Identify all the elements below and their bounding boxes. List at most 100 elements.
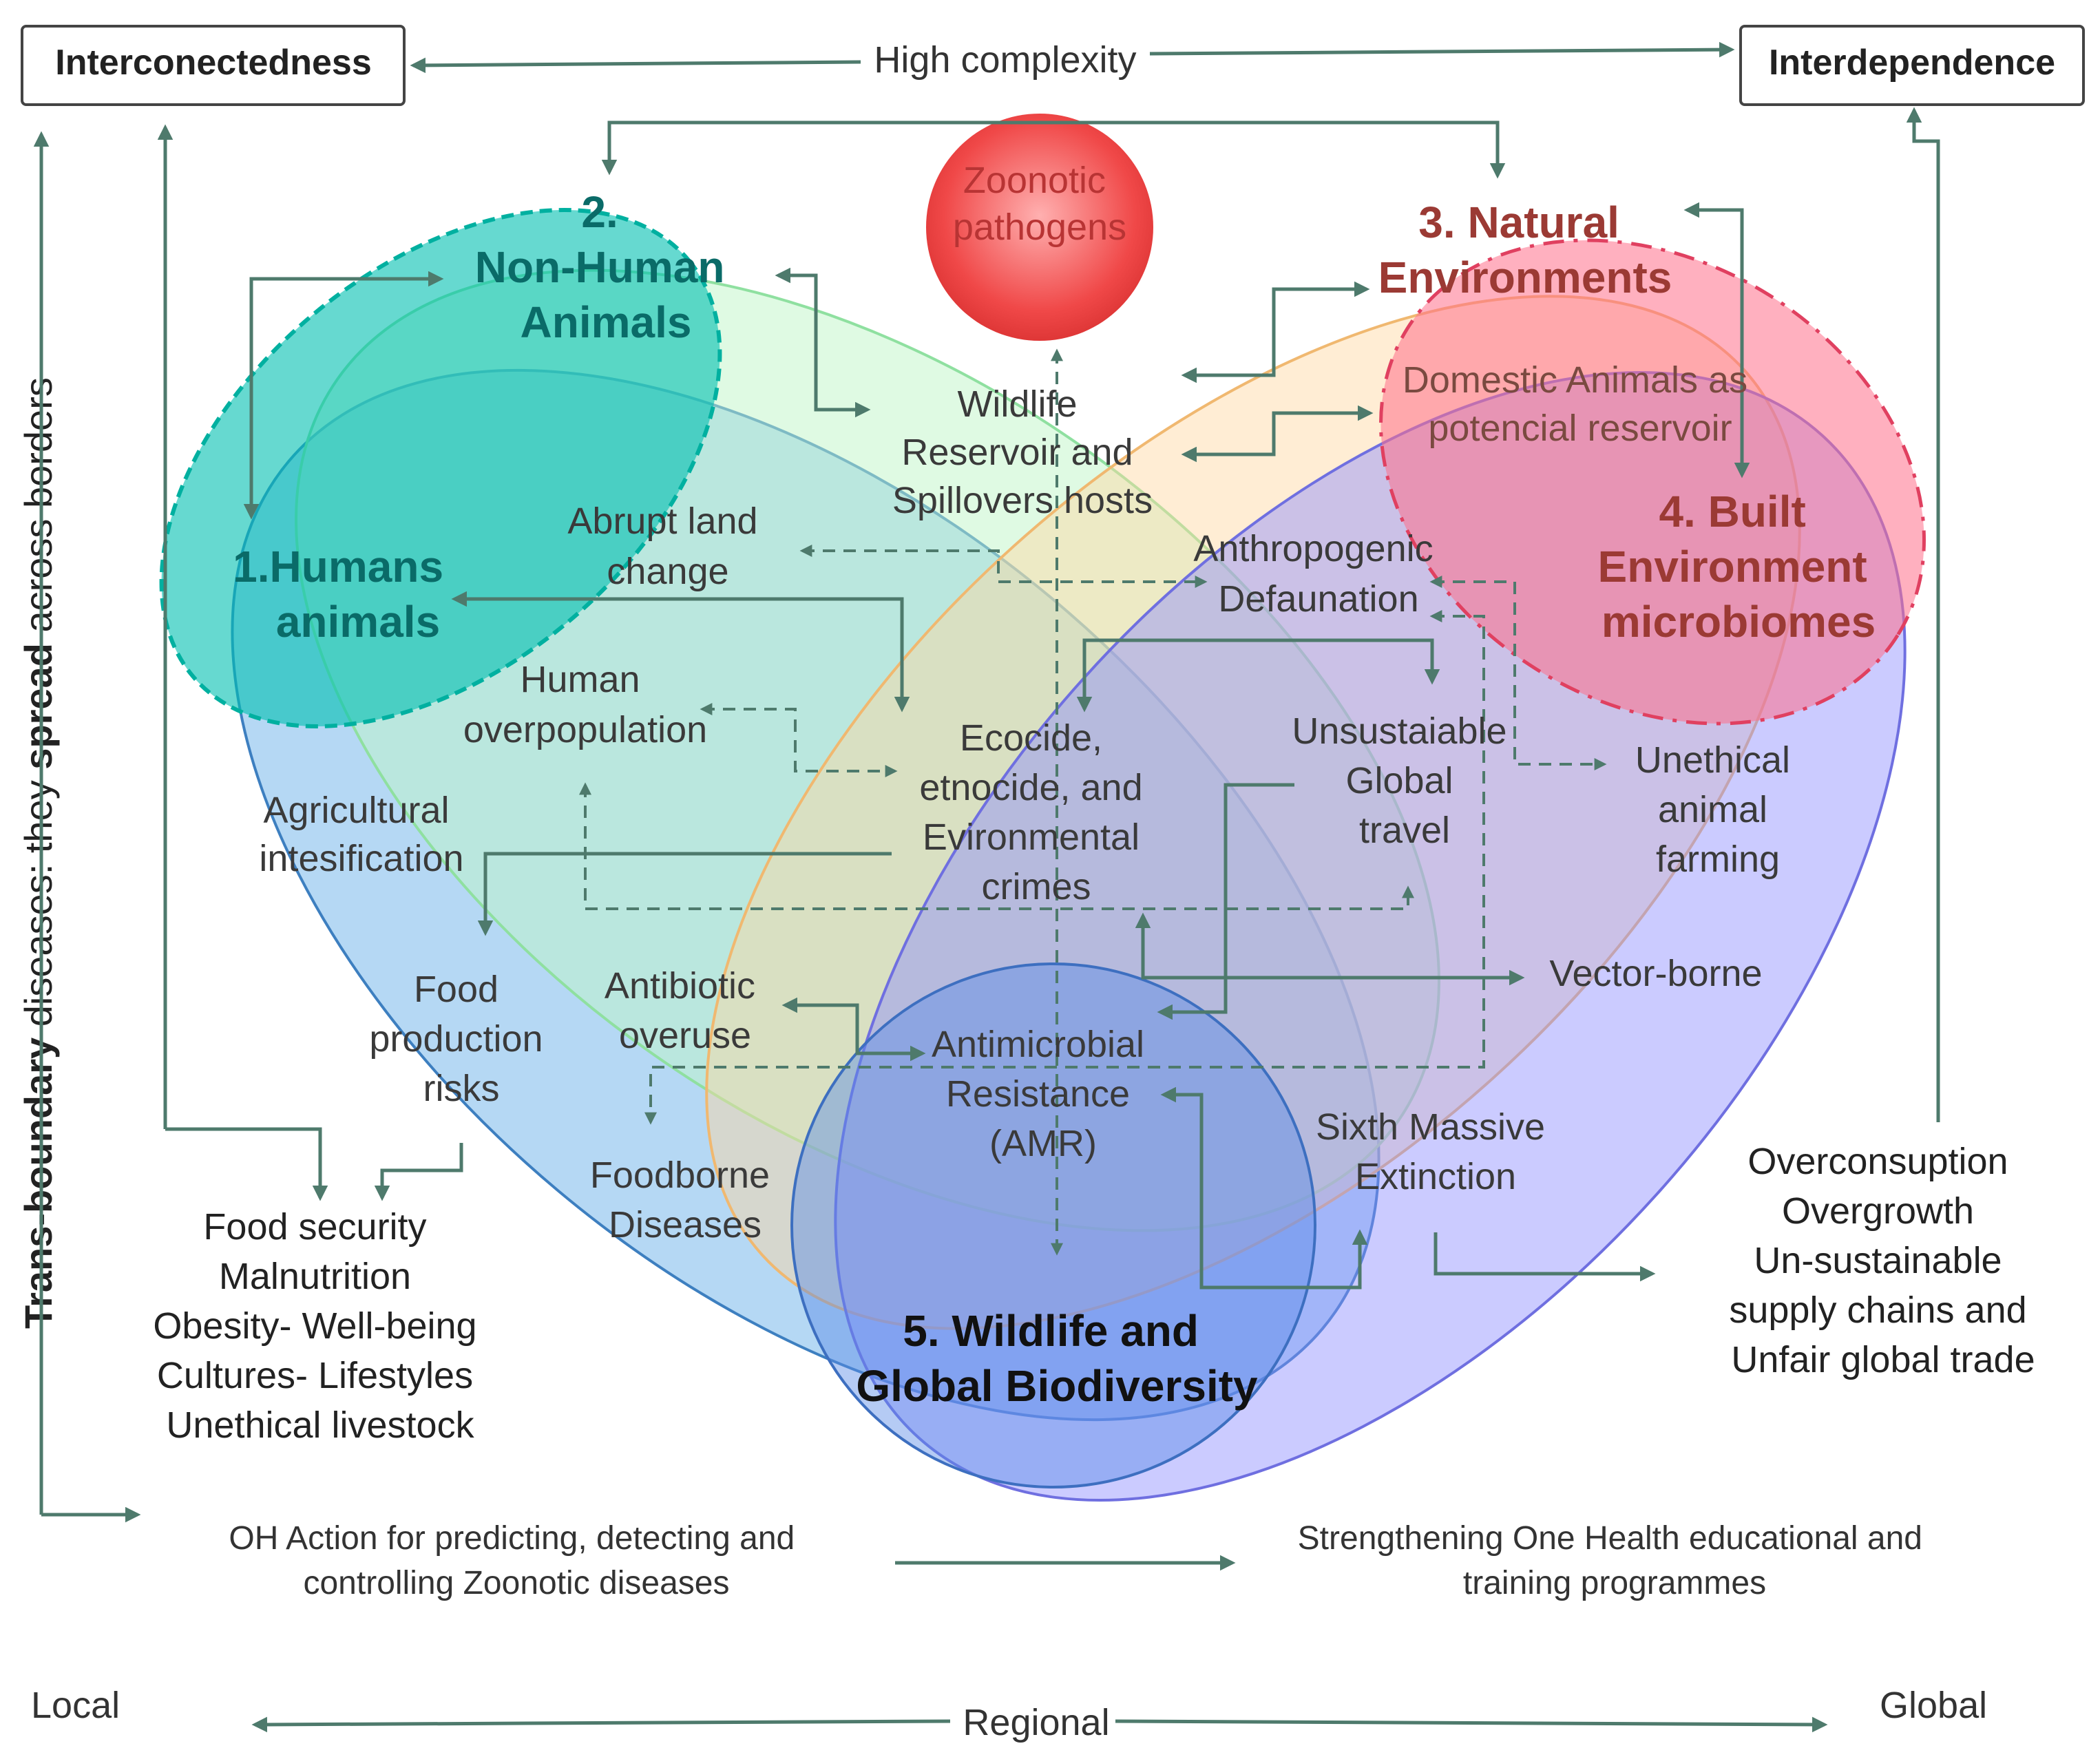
foodprod-l1: Food (414, 969, 498, 1010)
side-part1: Trans-boundary (17, 1038, 60, 1329)
ecocide-l2: etnocide, and (919, 767, 1142, 808)
amr-l1: Antimicrobial (932, 1024, 1144, 1065)
foodborne-label: Foodborne Diseases (590, 1155, 780, 1245)
domestic-animals-label: Domestic Animals as potencial reservoir (1403, 359, 1758, 449)
dash-anthro-foodborne (644, 610, 1485, 1125)
anthro-l2: Defaunation (1218, 578, 1418, 620)
wildlife-line2: Global Biodiversity (856, 1361, 1258, 1411)
ecocide-l1: Ecocide, (960, 717, 1102, 759)
arrow-food-prod-to-security (374, 1143, 463, 1201)
scale-axis: Local Regional Global (31, 1685, 1987, 1743)
overpop-l2: overpopulation (463, 709, 707, 750)
inner-labels: Wildlife Reservoir and Spillovers hosts … (259, 359, 1800, 1245)
right-outcome-list: Overconsuption Overgrowth Un-sustainable… (1729, 1141, 2037, 1380)
abrupt-land-label: Abrupt land change (567, 501, 768, 592)
right-item-3: Un-sustainable (1754, 1240, 2002, 1281)
arrow-natural-wildlife-2 (1181, 405, 1374, 463)
natural-line2: Environments (1378, 253, 1672, 302)
interconnectedness-label: Interconectedness (55, 43, 372, 83)
scale-global: Global (1880, 1685, 1987, 1726)
domain-nonhuman-label: 2. Non-Human Animals (475, 187, 737, 347)
vector-borne-label: Vector-borne (1549, 953, 1762, 994)
arrow-to-food-security (165, 1127, 328, 1201)
wildlife-line1: 5. Wildlife and (903, 1306, 1199, 1356)
agricultural-label: Agricultural intesification (259, 790, 463, 879)
antibiotic-label: Antibiotic overuse (605, 965, 766, 1056)
arrow-humans-nonhuman (243, 271, 444, 520)
right-item-1: Overconsuption (1747, 1141, 2008, 1182)
arrow-regional-left (251, 1716, 951, 1733)
oh-action-l1: OH Action for predicting, detecting and (229, 1520, 795, 1557)
antibiotic-l2: overuse (619, 1015, 751, 1056)
arrow-right-side (1906, 107, 1940, 1122)
agri-l1: Agricultural (263, 790, 449, 831)
sixth-extinction-label: Sixth Massive Extinction (1316, 1106, 1555, 1197)
wildlife-reservoir-l1: Wildlife (957, 383, 1077, 425)
ecocide-l4: crimes (982, 866, 1091, 907)
domain-labels: 1.Humans animals 2. Non-Human Animals 3.… (233, 160, 1880, 1411)
strengthening-label: Strengthening One Health educational and… (1298, 1520, 1932, 1601)
ecocide-label: Ecocide, etnocide, and Evironmental crim… (919, 717, 1153, 907)
sixth-l2: Extinction (1355, 1156, 1516, 1197)
left-item-1: Food security (203, 1206, 426, 1248)
antibiotic-l1: Antibiotic (605, 965, 755, 1007)
left-item-2: Malnutrition (219, 1256, 411, 1297)
dashed-connectors (579, 348, 1607, 1256)
side-part2: diseases: they (17, 770, 60, 1038)
solid-connectors (33, 107, 1940, 1733)
scale-local: Local (31, 1685, 120, 1726)
wildlife-reservoir-l2: Reservoir and (901, 432, 1133, 473)
left-item-3: Obesity- Well-being (153, 1305, 476, 1347)
agri-l2: intesification (259, 838, 463, 879)
nonhuman-line3: Animals (521, 297, 692, 347)
sixth-l1: Sixth Massive (1316, 1106, 1545, 1148)
travel-l2: Global (1345, 760, 1453, 801)
complexity-arrow-right (1149, 41, 1735, 58)
right-item-5: Unfair global trade (1731, 1339, 2035, 1380)
natural-line1: 3. Natural (1418, 198, 1619, 247)
anthropogenic-label: Anthropogenic Defaunation (1193, 528, 1443, 620)
wildlife-reservoir-label: Wildlife Reservoir and Spillovers hosts (892, 383, 1153, 521)
foodprod-l3: risks (423, 1068, 500, 1109)
domestic-l1: Domestic Animals as (1403, 359, 1747, 401)
dash-anthro-farming (1429, 576, 1607, 770)
zoonotic-line2: pathogens (953, 207, 1126, 248)
oh-action-l2: controlling Zoonotic diseases (303, 1565, 729, 1601)
foodborne-l2: Diseases (609, 1204, 762, 1245)
nonhuman-line1: 2. (581, 187, 618, 237)
travel-l1: Unsustaiable (1292, 711, 1506, 752)
domestic-l2: potencial reservoir (1428, 408, 1732, 449)
left-outcomes: Food security Malnutrition Obesity- Well… (153, 1206, 487, 1446)
strengthening-l2: training programmes (1463, 1565, 1766, 1601)
bottom-actions: OH Action for predicting, detecting and … (229, 1520, 1932, 1601)
abrupt-l1: Abrupt land (567, 501, 757, 542)
amr-l2: Resistance (946, 1073, 1130, 1115)
complexity-arrow-left (410, 57, 861, 74)
anthro-l1: Anthropogenic (1193, 528, 1433, 569)
domain-wildlife-label: 5. Wildlife and Global Biodiversity (856, 1306, 1258, 1411)
domain-natural-label: 3. Natural Environments (1378, 198, 1672, 302)
interdependence-label: Interdependence (1769, 43, 2055, 83)
ecocide-l3: Evironmental (923, 817, 1140, 858)
left-item-5: Unethical livestock (166, 1404, 474, 1446)
oh-action-label: OH Action for predicting, detecting and … (229, 1520, 804, 1601)
zoonotic-label: Zoonotic pathogens (953, 160, 1126, 248)
arrow-sixth-right (1434, 1232, 1656, 1282)
amr-label: Antimicrobial Resistance (AMR) (932, 1024, 1155, 1164)
foodborne-l1: Foodborne (590, 1155, 770, 1196)
foodprod-l2: production (369, 1018, 543, 1060)
domain-built-label: 4. Built Environment microbiomes (1598, 487, 1880, 646)
unsustainable-travel-label: Unsustaiable Global travel (1292, 711, 1517, 851)
dash-abrupt-anthro (799, 545, 1208, 588)
right-item-4: supply chains and (1729, 1290, 2026, 1331)
farming-l1: Unethical (1635, 739, 1790, 781)
top-row: Interconectedness Interdependence High c… (21, 25, 2085, 106)
arrow-natural-built (1683, 202, 1750, 478)
high-complexity-label: High complexity (874, 39, 1136, 81)
unethical-farming-label: Unethical animal farming (1635, 739, 1800, 880)
side-part3: spread (17, 643, 60, 770)
transboundary-label: Trans-boundary diseases: they spread acr… (17, 377, 60, 1329)
scale-regional: Regional (963, 1702, 1109, 1743)
left-outcome-list: Food security Malnutrition Obesity- Well… (153, 1206, 487, 1446)
amr-l3: (AMR) (989, 1123, 1097, 1164)
